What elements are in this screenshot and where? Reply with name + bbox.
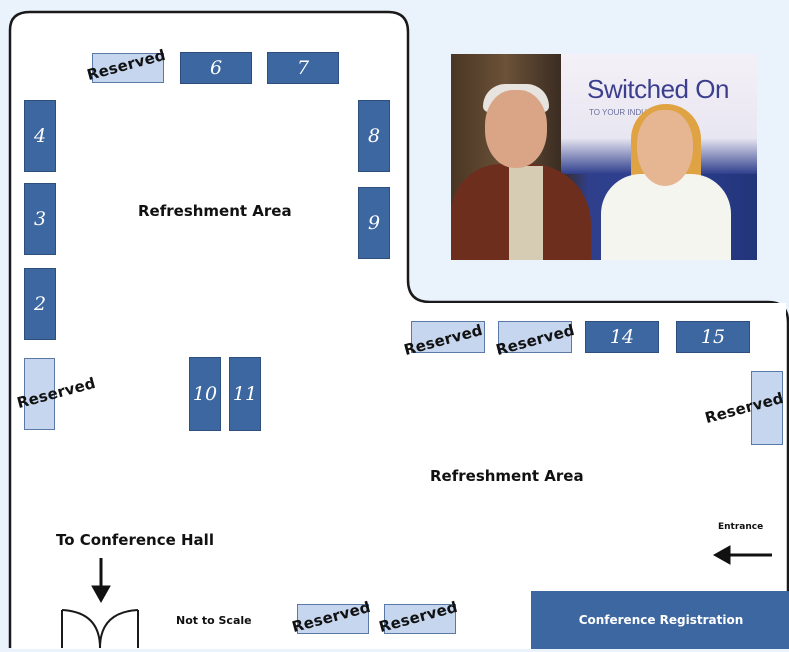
entrance-label: Entrance xyxy=(718,522,764,532)
reserved-box xyxy=(384,604,456,634)
booth-2[interactable]: 2 xyxy=(24,268,56,340)
booth-10[interactable]: 10 xyxy=(189,357,221,431)
booth-8[interactable]: 8 xyxy=(358,100,390,172)
booth-14[interactable]: 14 xyxy=(585,321,659,353)
refreshment-area-label: Refreshment Area xyxy=(430,467,584,485)
reserved-box xyxy=(751,371,783,445)
banner-title: Switched On xyxy=(587,74,729,104)
reserved-box xyxy=(411,321,485,353)
man-head xyxy=(485,90,547,168)
booth-3[interactable]: 3 xyxy=(24,183,56,255)
registration-label: Conference Registration xyxy=(578,613,744,627)
conference-hall-label: To Conference Hall xyxy=(56,531,214,549)
reserved-box xyxy=(498,321,572,353)
event-photo: Switched On TO YOUR INDUSTRY xyxy=(451,54,757,260)
booth-11[interactable]: 11 xyxy=(229,357,261,431)
booth-9[interactable]: 9 xyxy=(358,187,390,259)
entrance-arrow xyxy=(712,545,772,565)
woman-head xyxy=(637,110,693,186)
banner-subtitle: TO YOUR INDUSTRY xyxy=(589,108,669,117)
conference-registration[interactable]: Conference Registration xyxy=(531,591,789,649)
conference-hall-arrow xyxy=(91,558,111,604)
woman-jacket xyxy=(601,174,731,260)
man-shirt xyxy=(509,166,543,260)
reserved-box xyxy=(297,604,369,634)
reserved-box xyxy=(24,358,55,430)
booth-4[interactable]: 4 xyxy=(24,100,56,172)
refreshment-area-label: Refreshment Area xyxy=(138,202,292,220)
booth-15[interactable]: 15 xyxy=(676,321,750,353)
conference-hall-door xyxy=(61,609,139,649)
booth-6[interactable]: 6 xyxy=(180,52,252,84)
not-to-scale-label: Not to Scale xyxy=(176,614,252,627)
reserved-box xyxy=(92,53,164,83)
booth-7[interactable]: 7 xyxy=(267,52,339,84)
